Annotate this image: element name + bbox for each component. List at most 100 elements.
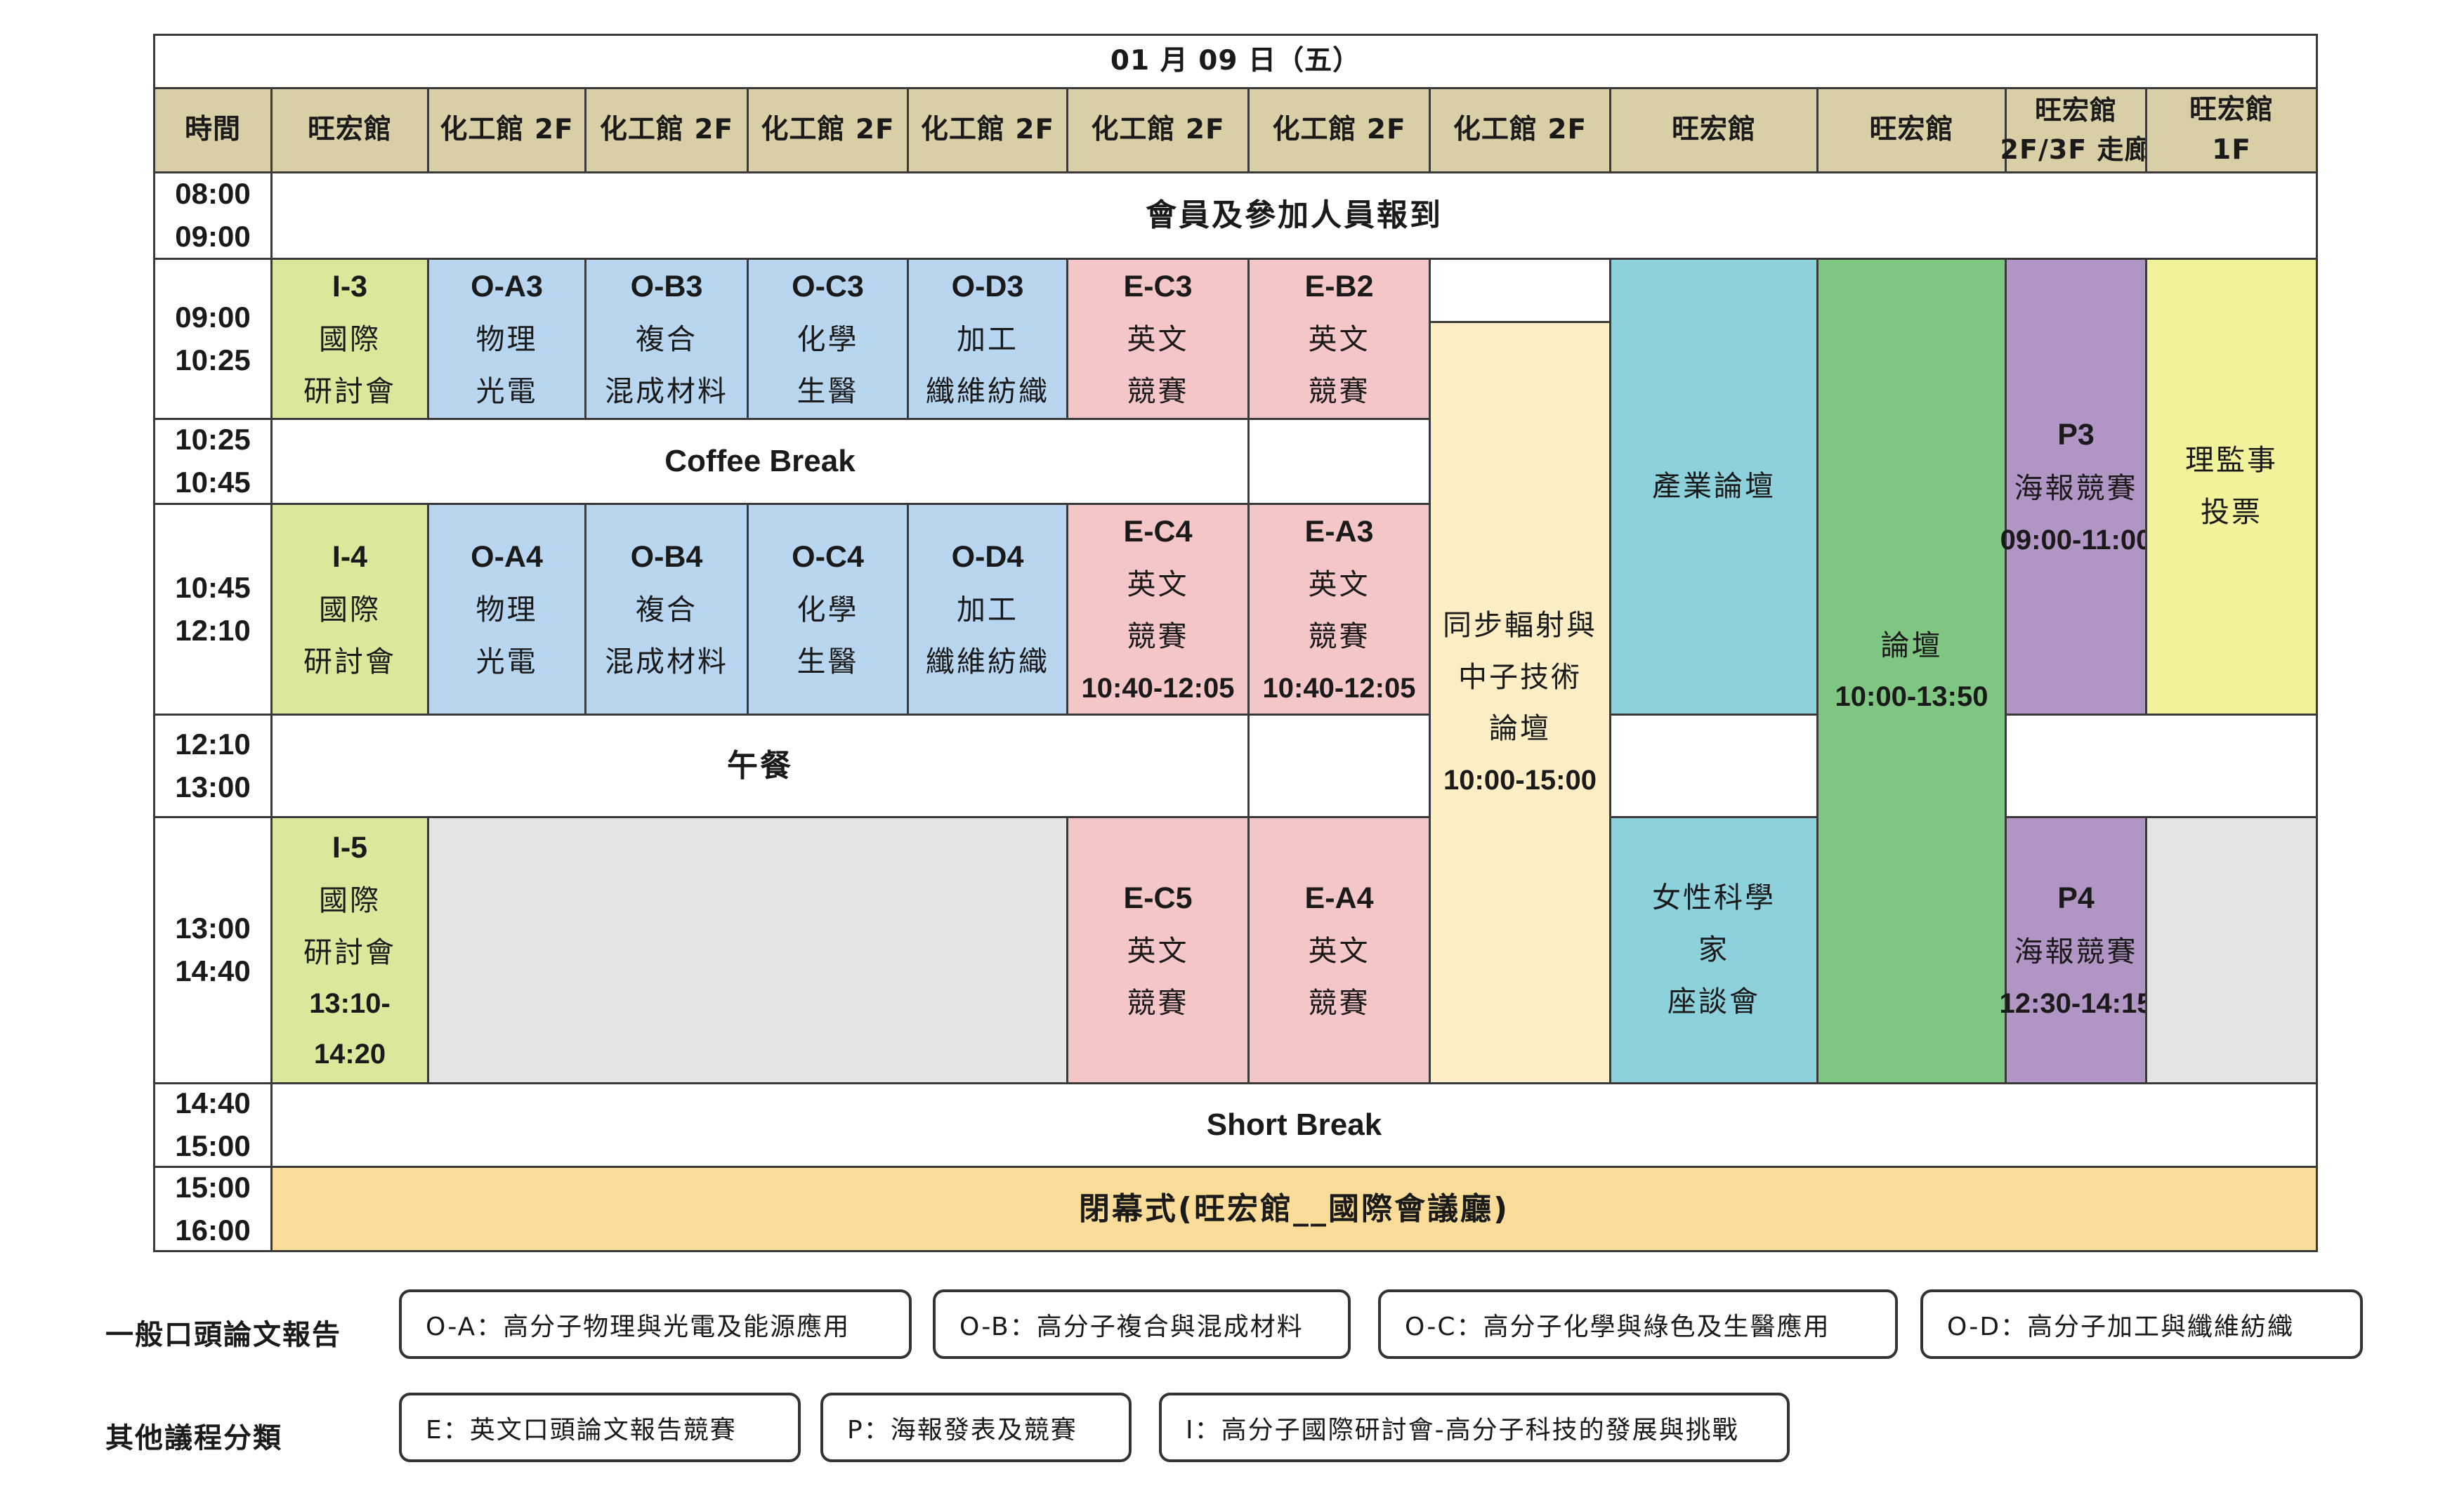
header-venue-10-text: 旺宏館	[1869, 114, 1954, 146]
session-ob4-text: 複合	[636, 593, 697, 627]
header-venue-7-text: 化工館 2F	[1272, 114, 1406, 146]
header-venue-3-text: 化工館 2F	[599, 114, 734, 146]
session-i5: I-5 國際研討會 13:10- 14:20	[270, 816, 429, 1084]
session-i5-text: 14:20	[313, 1039, 386, 1070]
session-i3-text: 國際	[319, 322, 381, 357]
session-women-scientists-text: 家	[1698, 933, 1729, 967]
session-vote-text: 理監事	[2185, 443, 2278, 478]
header-venue-11-text: 2F/3F 走廊	[2000, 133, 2152, 165]
header-venue-6-text: 化工館 2F	[1091, 114, 1225, 146]
session-od3-text: O-D3	[951, 270, 1024, 303]
header-time: 時間	[153, 87, 273, 173]
session-oc3-text: 生醫	[797, 374, 859, 409]
header-venue-1: 旺宏館	[270, 87, 429, 173]
time-slot-4-text: 10:45	[175, 570, 251, 604]
time-slot-4-text: 12:10	[175, 613, 251, 647]
session-i3-text: I-3	[332, 270, 368, 303]
header-venue-5: 化工館 2F	[907, 87, 1068, 173]
header-venue-12-text: 1F	[2212, 133, 2251, 166]
session-i4-text: 研討會	[303, 645, 396, 679]
time-slot-5-text: 13:00	[175, 770, 251, 803]
legend-item-oa: O-A：高分子物理與光電及能源應用	[399, 1289, 912, 1359]
time-slot-5-text: 12:10	[175, 727, 251, 761]
session-vote-text: 投票	[2201, 495, 2262, 529]
session-i5-text: 國際	[319, 883, 381, 917]
closing-ceremony-banner-text: 閉幕式(旺宏館__國際會議廳)	[1078, 1190, 1510, 1227]
header-venue-8-text: 化工館 2F	[1453, 114, 1587, 146]
session-ea3-text: 英文	[1308, 567, 1370, 602]
session-oc4-text: O-C4	[792, 540, 864, 574]
session-ob3-text: 複合	[636, 322, 697, 357]
session-oa3-text: O-A3	[471, 270, 543, 303]
session-sync-forum-text: 中子技術	[1458, 659, 1582, 694]
session-ob3-text: O-B3	[630, 270, 703, 303]
legend-other-label: 其他議程分類	[105, 1422, 282, 1454]
session-forum-text: 10:00-13:50	[1835, 681, 1988, 713]
session-od3-text: 加工	[957, 322, 1018, 357]
session-ea4-text: 英文	[1308, 933, 1370, 968]
empty-block-oral	[427, 816, 1068, 1084]
session-ec4-text: 英文	[1127, 567, 1189, 602]
header-venue-9-text: 旺宏館	[1671, 114, 1756, 146]
session-p3-text: 海報競賽	[2014, 471, 2138, 505]
session-i4-text: 國際	[319, 593, 381, 627]
session-ec5-text: E-C5	[1123, 881, 1193, 915]
header-venue-7: 化工館 2F	[1247, 87, 1431, 173]
legend-oral-label: 一般口頭論文報告	[105, 1319, 341, 1351]
session-ea3-text: E-A3	[1304, 515, 1374, 548]
time-slot-2-text: 09:00	[175, 300, 251, 334]
session-ec4-text: E-C4	[1123, 515, 1193, 548]
session-od3-text: 纖維紡織	[926, 374, 1049, 409]
session-oa4-text: 光電	[476, 645, 538, 679]
header-venue-10: 旺宏館	[1816, 87, 2007, 173]
session-p4-text: 12:30-14:15	[1999, 987, 2153, 1019]
session-women-scientists-text: 座談會	[1667, 984, 1760, 1018]
session-ob4-text: O-B4	[630, 540, 703, 574]
session-ec3-text: E-C3	[1123, 270, 1193, 303]
session-ea3-text: 10:40-12:05	[1262, 672, 1416, 704]
lunch-banner-text: 午餐	[727, 747, 793, 784]
lunch-banner: 午餐	[270, 714, 1250, 818]
session-i5-text: 13:10-	[309, 988, 391, 1020]
session-od4-text: O-D4	[951, 540, 1024, 574]
session-p4-text: P4	[2057, 881, 2095, 916]
time-slot-3-text: 10:25	[175, 423, 251, 456]
session-ec3-text: 英文	[1127, 322, 1189, 357]
session-oa3-text: 光電	[476, 374, 538, 409]
session-ob4-text: 混成材料	[605, 645, 728, 679]
vote-empty-block	[2145, 816, 2318, 1084]
session-i5-text: I-5	[332, 830, 368, 865]
session-ob4: O-B4 複合混成材料	[584, 503, 749, 716]
session-ec4-text: 10:40-12:05	[1081, 672, 1235, 704]
sync-top-blank	[1429, 258, 1611, 324]
header-venue-6: 化工館 2F	[1066, 87, 1250, 173]
legend-item-i: I：高分子國際研討會-高分子科技的發展與挑戰	[1159, 1393, 1790, 1462]
session-industry-forum-text: 產業論壇	[1652, 469, 1776, 504]
session-i3-text: 研討會	[303, 374, 396, 409]
time-slot-2-text: 10:25	[175, 343, 251, 376]
session-oc4-text: 化學	[797, 593, 859, 627]
session-i5-text: 研討會	[303, 935, 396, 969]
session-eb2-text: 英文	[1308, 322, 1370, 357]
session-sync-forum-text: 10:00-15:00	[1443, 765, 1597, 796]
legend-item-p: P：海報發表及競賽	[820, 1393, 1132, 1462]
session-ec5-text: 競賽	[1127, 985, 1189, 1020]
session-ea4-text: 競賽	[1308, 985, 1370, 1020]
legend-item-od: O-D：高分子加工與纖維紡織	[1920, 1289, 2363, 1359]
session-women-scientists-text: 女性科學	[1652, 881, 1776, 915]
